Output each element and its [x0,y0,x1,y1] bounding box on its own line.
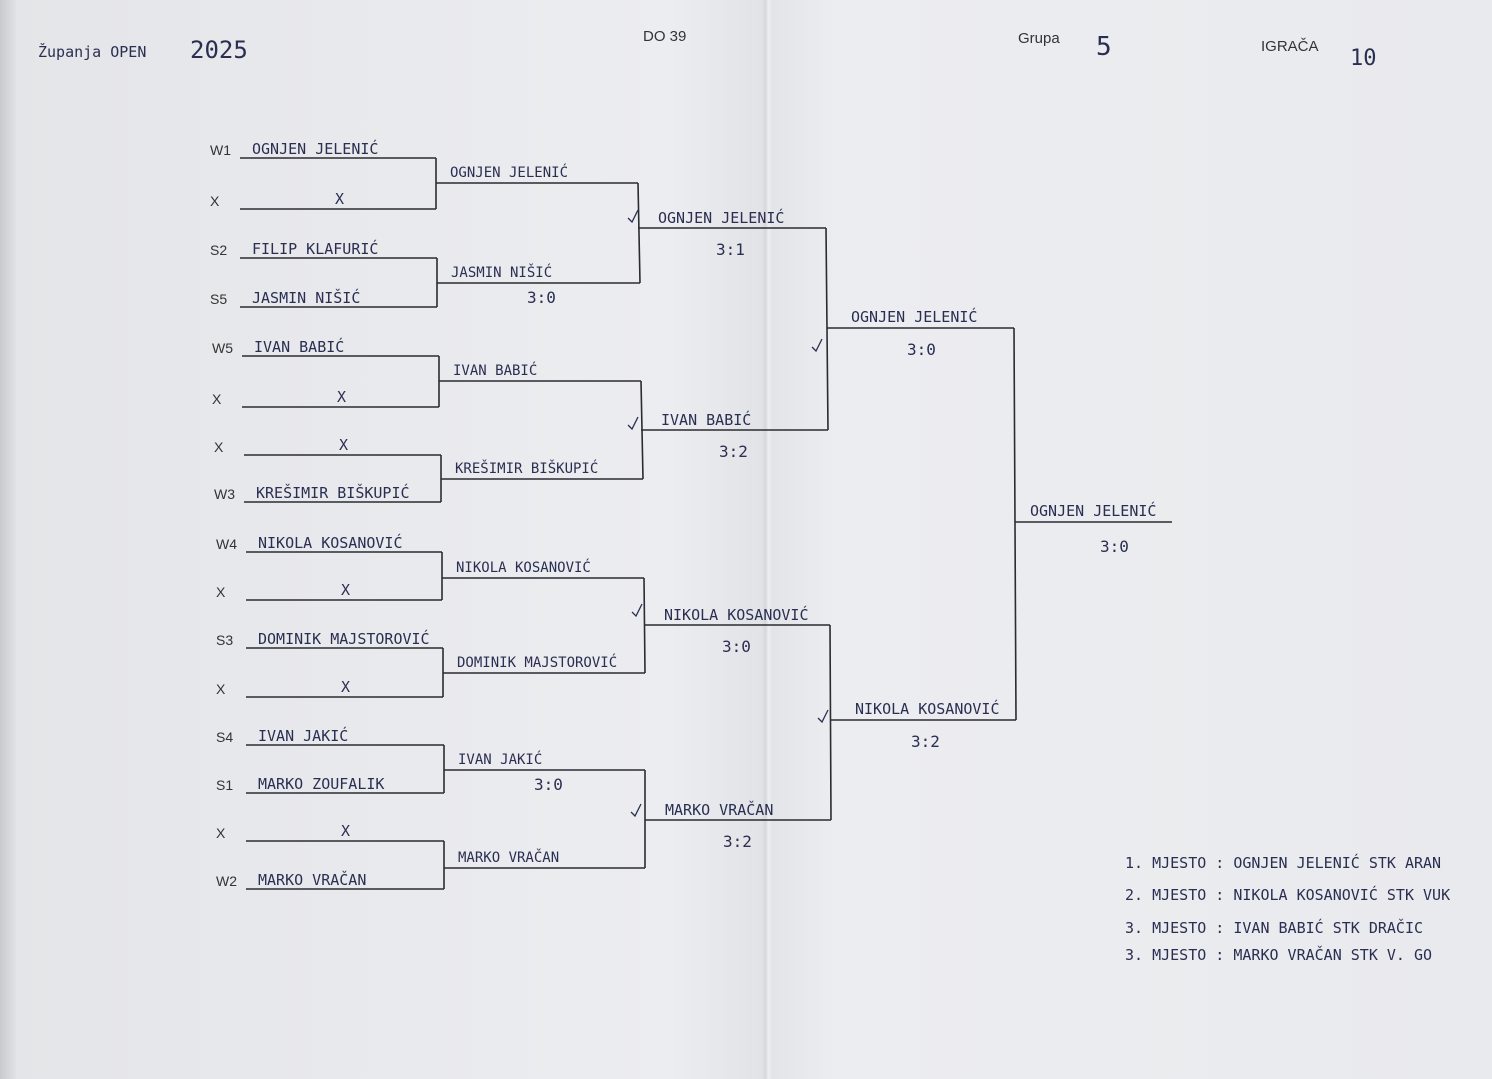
r1-name-1: X [335,190,344,208]
r3-join-0 [825,227,829,431]
r1-seed-13: S1 [216,777,233,793]
r1-seed-15: W2 [216,873,237,889]
r2-name-1: JASMIN NIŠIĆ [451,263,552,281]
r2-name-0: OGNJEN JELENIĆ [450,163,568,181]
r1-seed-3: S5 [210,291,227,307]
r3-score-0: 3:1 [716,240,745,259]
r1-name-9: X [341,581,350,599]
r1-name-5: X [337,388,346,406]
paper-fold [762,0,772,1079]
check-mark [627,416,639,431]
tournament-name: Županja OPEN [38,42,146,61]
r2-name-4: NIKOLA KOSANOVIĆ [456,558,591,576]
r3-score-1: 3:2 [719,442,748,461]
r2-name-3: KREŠIMIR BIŠKUPIĆ [455,459,598,477]
r1-name-13: MARKO ZOUFALIK [258,775,384,793]
r3-name-2: NIKOLA KOSANOVIĆ [664,605,809,624]
players-value: 10 [1350,46,1377,71]
r3-score-3: 3:2 [723,832,752,851]
r1-name-2: FILIP KLAFURIĆ [252,239,378,258]
r1-seed-12: S4 [216,729,233,745]
r2-name-2: IVAN BABIĆ [453,361,537,379]
r4-score-1: 3:2 [911,732,940,751]
r4-name-0: OGNJEN JELENIĆ [851,307,977,326]
r3-name-1: IVAN BABIĆ [661,410,751,429]
r2-score-6: 3:0 [534,775,563,794]
r1-name-0: OGNJEN JELENIĆ [252,139,378,158]
placement-3a: 3. MJESTO : IVAN BABIĆ STK DRAČIC [1125,918,1423,937]
placements-list: 1. MJESTO : OGNJEN JELENIĆ STK ARAN 2. M… [1125,853,1450,964]
players-label: IGRAČA [1261,38,1319,55]
r1-seed-8: W4 [216,536,237,552]
bracket-lines [240,157,1172,890]
placement-1: 1. MJESTO : OGNJEN JELENIĆ STK ARAN [1125,853,1441,872]
check-mark [627,209,639,224]
r4-join [1013,327,1017,721]
r1-seed-0: W1 [210,142,231,158]
placement-2: 2. MJESTO : NIKOLA KOSANOVIĆ STK VUK [1125,885,1450,904]
r1-seed-4: W5 [212,340,233,356]
r1-seed-5: X [212,391,222,407]
r3-name-0: OGNJEN JELENIĆ [658,208,784,227]
r4-score-0: 3:0 [907,340,936,359]
group-value: 5 [1096,32,1112,62]
r3-join-1 [829,624,832,821]
r2-name-5: DOMINIK MAJSTOROVIĆ [457,653,617,671]
tournament-year: 2025 [190,36,248,64]
r3-score-2: 3:0 [722,637,751,656]
r1-name-15: MARKO VRAČAN [258,870,366,889]
r2-name-7: MARKO VRAČAN [458,848,559,866]
check-mark [630,803,642,818]
r1-seed-9: X [216,584,226,600]
r2-join-0 [637,182,641,284]
r2-score-1: 3:0 [527,288,556,307]
r1-name-3: JASMIN NIŠIĆ [252,288,360,307]
placement-3b: 3. MJESTO : MARKO VRAČAN STK V. GO [1125,945,1432,964]
r1-name-8: NIKOLA KOSANOVIĆ [258,533,403,552]
r1-seed-7: W3 [214,486,235,502]
r1-name-6: X [339,436,348,454]
r4-name-1: NIKOLA KOSANOVIĆ [855,699,1000,718]
r1-name-7: KREŠIMIR BIŠKUPIĆ [256,483,410,502]
r1-seed-1: X [210,193,220,209]
r1-seed-11: X [216,681,226,697]
r2-name-6: IVAN JAKIĆ [458,750,542,768]
final-winner-name: OGNJEN JELENIĆ [1030,501,1156,520]
check-mark [817,709,829,724]
r1-name-12: IVAN JAKIĆ [258,726,348,745]
r1-seed-14: X [216,825,226,841]
r1-name-14: X [341,822,350,840]
r3-name-3: MARKO VRAČAN [665,800,773,819]
r1-seed-10: S3 [216,632,233,648]
category-label: DO 39 [643,28,686,45]
paper-edge-shadow [0,0,16,1079]
r1-name-4: IVAN BABIĆ [254,337,344,356]
check-mark [631,603,643,618]
r1-seed-2: S2 [210,242,227,258]
r1-name-10: DOMINIK MAJSTOROVIĆ [258,629,430,648]
r1-name-11: X [341,678,350,696]
r1-seed-6: X [214,439,224,455]
check-mark [811,338,823,353]
group-label: Grupa [1018,30,1060,47]
final-winner-score: 3:0 [1100,537,1129,556]
